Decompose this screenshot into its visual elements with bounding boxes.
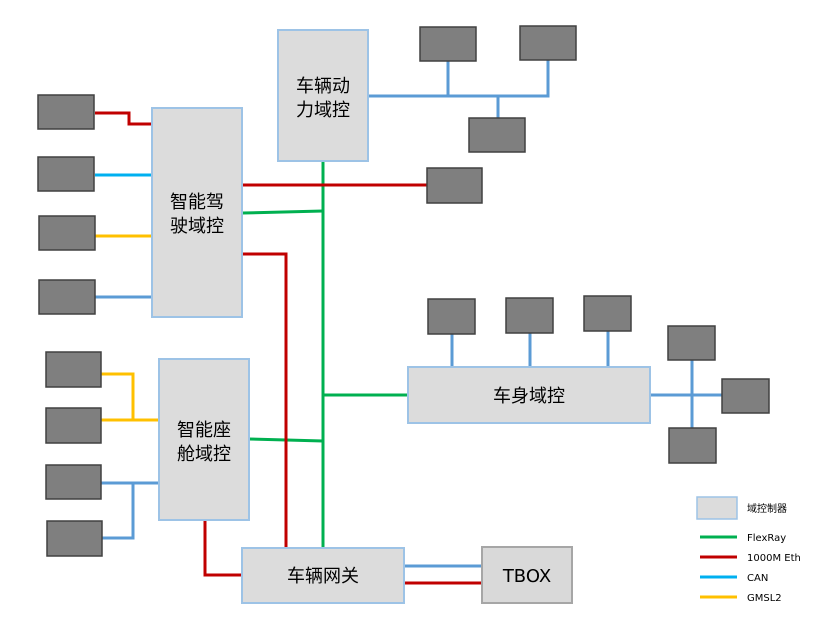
adas-node[interactable] <box>37 94 95 130</box>
cockpit-node[interactable] <box>46 520 103 557</box>
body-node[interactable] <box>583 295 632 332</box>
legend-controller-label: 域控制器 <box>747 502 787 515</box>
cockpit-label-1: 智能座 <box>177 420 231 441</box>
bus-cockpit-bottom <box>101 481 159 540</box>
adas-node[interactable] <box>38 279 96 315</box>
powertrain-node[interactable] <box>519 25 577 61</box>
eth-cockpit-gateway <box>203 520 242 577</box>
cockpit-label-2: 舱域控 <box>177 444 231 465</box>
adas-node[interactable] <box>426 167 483 204</box>
bus-body-top <box>450 331 610 367</box>
powertrain-label-1: 车辆动 <box>296 76 350 97</box>
adas-label-1: 智能驾 <box>170 192 224 213</box>
ethernet-links <box>95 111 482 585</box>
legend-controller-swatch <box>696 496 738 520</box>
body-node[interactable] <box>667 325 716 361</box>
cockpit-node[interactable] <box>45 464 102 500</box>
tbox-label: TBOX <box>502 566 551 587</box>
adas-domain[interactable]: 智能驾 驶域控 <box>151 107 243 318</box>
bus-powertrain <box>368 60 550 118</box>
powertrain-node[interactable] <box>419 26 477 62</box>
gmsl-cockpit-node1 <box>101 372 135 420</box>
powertrain-node[interactable] <box>468 117 526 153</box>
eth-adas-node1 <box>95 111 152 126</box>
tbox-box <box>481 546 573 604</box>
gateway-box <box>241 547 405 604</box>
legend: 域控制器 FlexRay 1000M Eth CAN GMSL2 <box>696 496 801 604</box>
cockpit-node[interactable] <box>45 351 102 388</box>
body-domain[interactable]: 车身域控 <box>407 366 651 424</box>
adas-domain-box <box>151 107 243 318</box>
powertrain-domain-box <box>277 29 369 162</box>
gmsl-links <box>95 234 159 422</box>
legend-flexray-label: FlexRay <box>747 533 786 544</box>
adas-node[interactable] <box>38 215 96 251</box>
body-domain-box <box>407 366 651 424</box>
blue-bus-links <box>95 60 722 568</box>
body-label: 车身域控 <box>493 386 565 407</box>
flexray-links <box>242 162 408 548</box>
cockpit-node[interactable] <box>45 407 102 444</box>
eth-adas-gateway <box>243 252 288 548</box>
legend-can-label: CAN <box>747 573 768 584</box>
body-node[interactable] <box>668 427 717 464</box>
gateway-domain[interactable]: 车辆网关 <box>241 547 405 604</box>
powertrain-label-2: 力域控 <box>296 100 350 121</box>
tbox[interactable]: TBOX <box>481 546 573 604</box>
legend-ethernet-label: 1000M Eth <box>747 553 801 564</box>
body-node[interactable] <box>721 378 770 414</box>
cockpit-domain-box <box>158 358 250 521</box>
cockpit-domain[interactable]: 智能座 舱域控 <box>158 358 250 521</box>
body-node[interactable] <box>427 298 476 335</box>
powertrain-domain[interactable]: 车辆动 力域控 <box>277 29 369 162</box>
adas-label-2: 驶域控 <box>170 216 224 237</box>
legend-gmsl-label: GMSL2 <box>747 593 782 604</box>
adas-node[interactable] <box>37 156 95 192</box>
body-node[interactable] <box>505 297 554 334</box>
bus-body-right <box>651 359 722 428</box>
peripheral-nodes <box>37 25 770 557</box>
flexray-adas-link <box>242 209 324 215</box>
gateway-label: 车辆网关 <box>287 566 359 587</box>
